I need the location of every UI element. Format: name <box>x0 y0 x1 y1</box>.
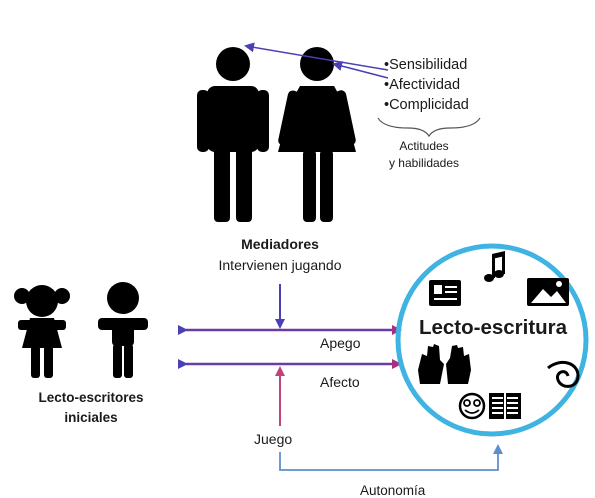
qualities-caption-line-1: Actitudes <box>399 139 449 153</box>
quality-sensibilidad: Sensibilidad <box>384 55 469 75</box>
woman-mediator-icon <box>278 47 356 222</box>
open-book-icon <box>489 393 521 419</box>
girl-child-icon <box>14 285 70 378</box>
afecto-label: Afecto <box>320 374 360 390</box>
lecto-escritores-line-2: iniciales <box>64 410 118 425</box>
autonomia-label: Autonomía <box>360 483 426 498</box>
qualities-arrow-to-man <box>244 42 389 71</box>
lecto-escritura-title: Lecto-escritura <box>418 316 568 339</box>
qualities-list: Sensibilidad Afectividad Complicidad <box>384 55 469 115</box>
quality-afectividad: Afectividad <box>384 75 469 95</box>
man-mediator-icon <box>197 47 269 222</box>
boy-child-icon <box>98 282 148 378</box>
music-note-icon <box>484 251 505 282</box>
lecto-escritura-circle <box>395 243 589 437</box>
autonomia-path <box>279 444 503 471</box>
spiral-icon <box>547 360 580 388</box>
document-card-icon <box>429 280 461 306</box>
qualities-brace <box>377 117 481 138</box>
qualities-arrow-to-woman <box>332 61 389 79</box>
mediadores-title: Mediadores <box>241 236 319 252</box>
lecto-escritores-line-1: Lecto-escritores <box>38 390 144 405</box>
landscape-image-icon <box>527 278 569 306</box>
mediadores-subtitle: Intervienen jugando <box>218 257 342 273</box>
apego-label: Apego <box>320 335 361 351</box>
juego-label: Juego <box>254 431 293 447</box>
qualities-caption-line-2: y habilidades <box>388 156 460 170</box>
lecto-escritores-label: Lecto-escritores iniciales <box>6 388 176 428</box>
smiley-face-icon <box>458 392 486 420</box>
raised-hands-icon <box>418 344 471 384</box>
quality-complicidad: Complicidad <box>384 95 469 115</box>
qualities-caption: Actitudes y habilidades <box>372 138 476 172</box>
